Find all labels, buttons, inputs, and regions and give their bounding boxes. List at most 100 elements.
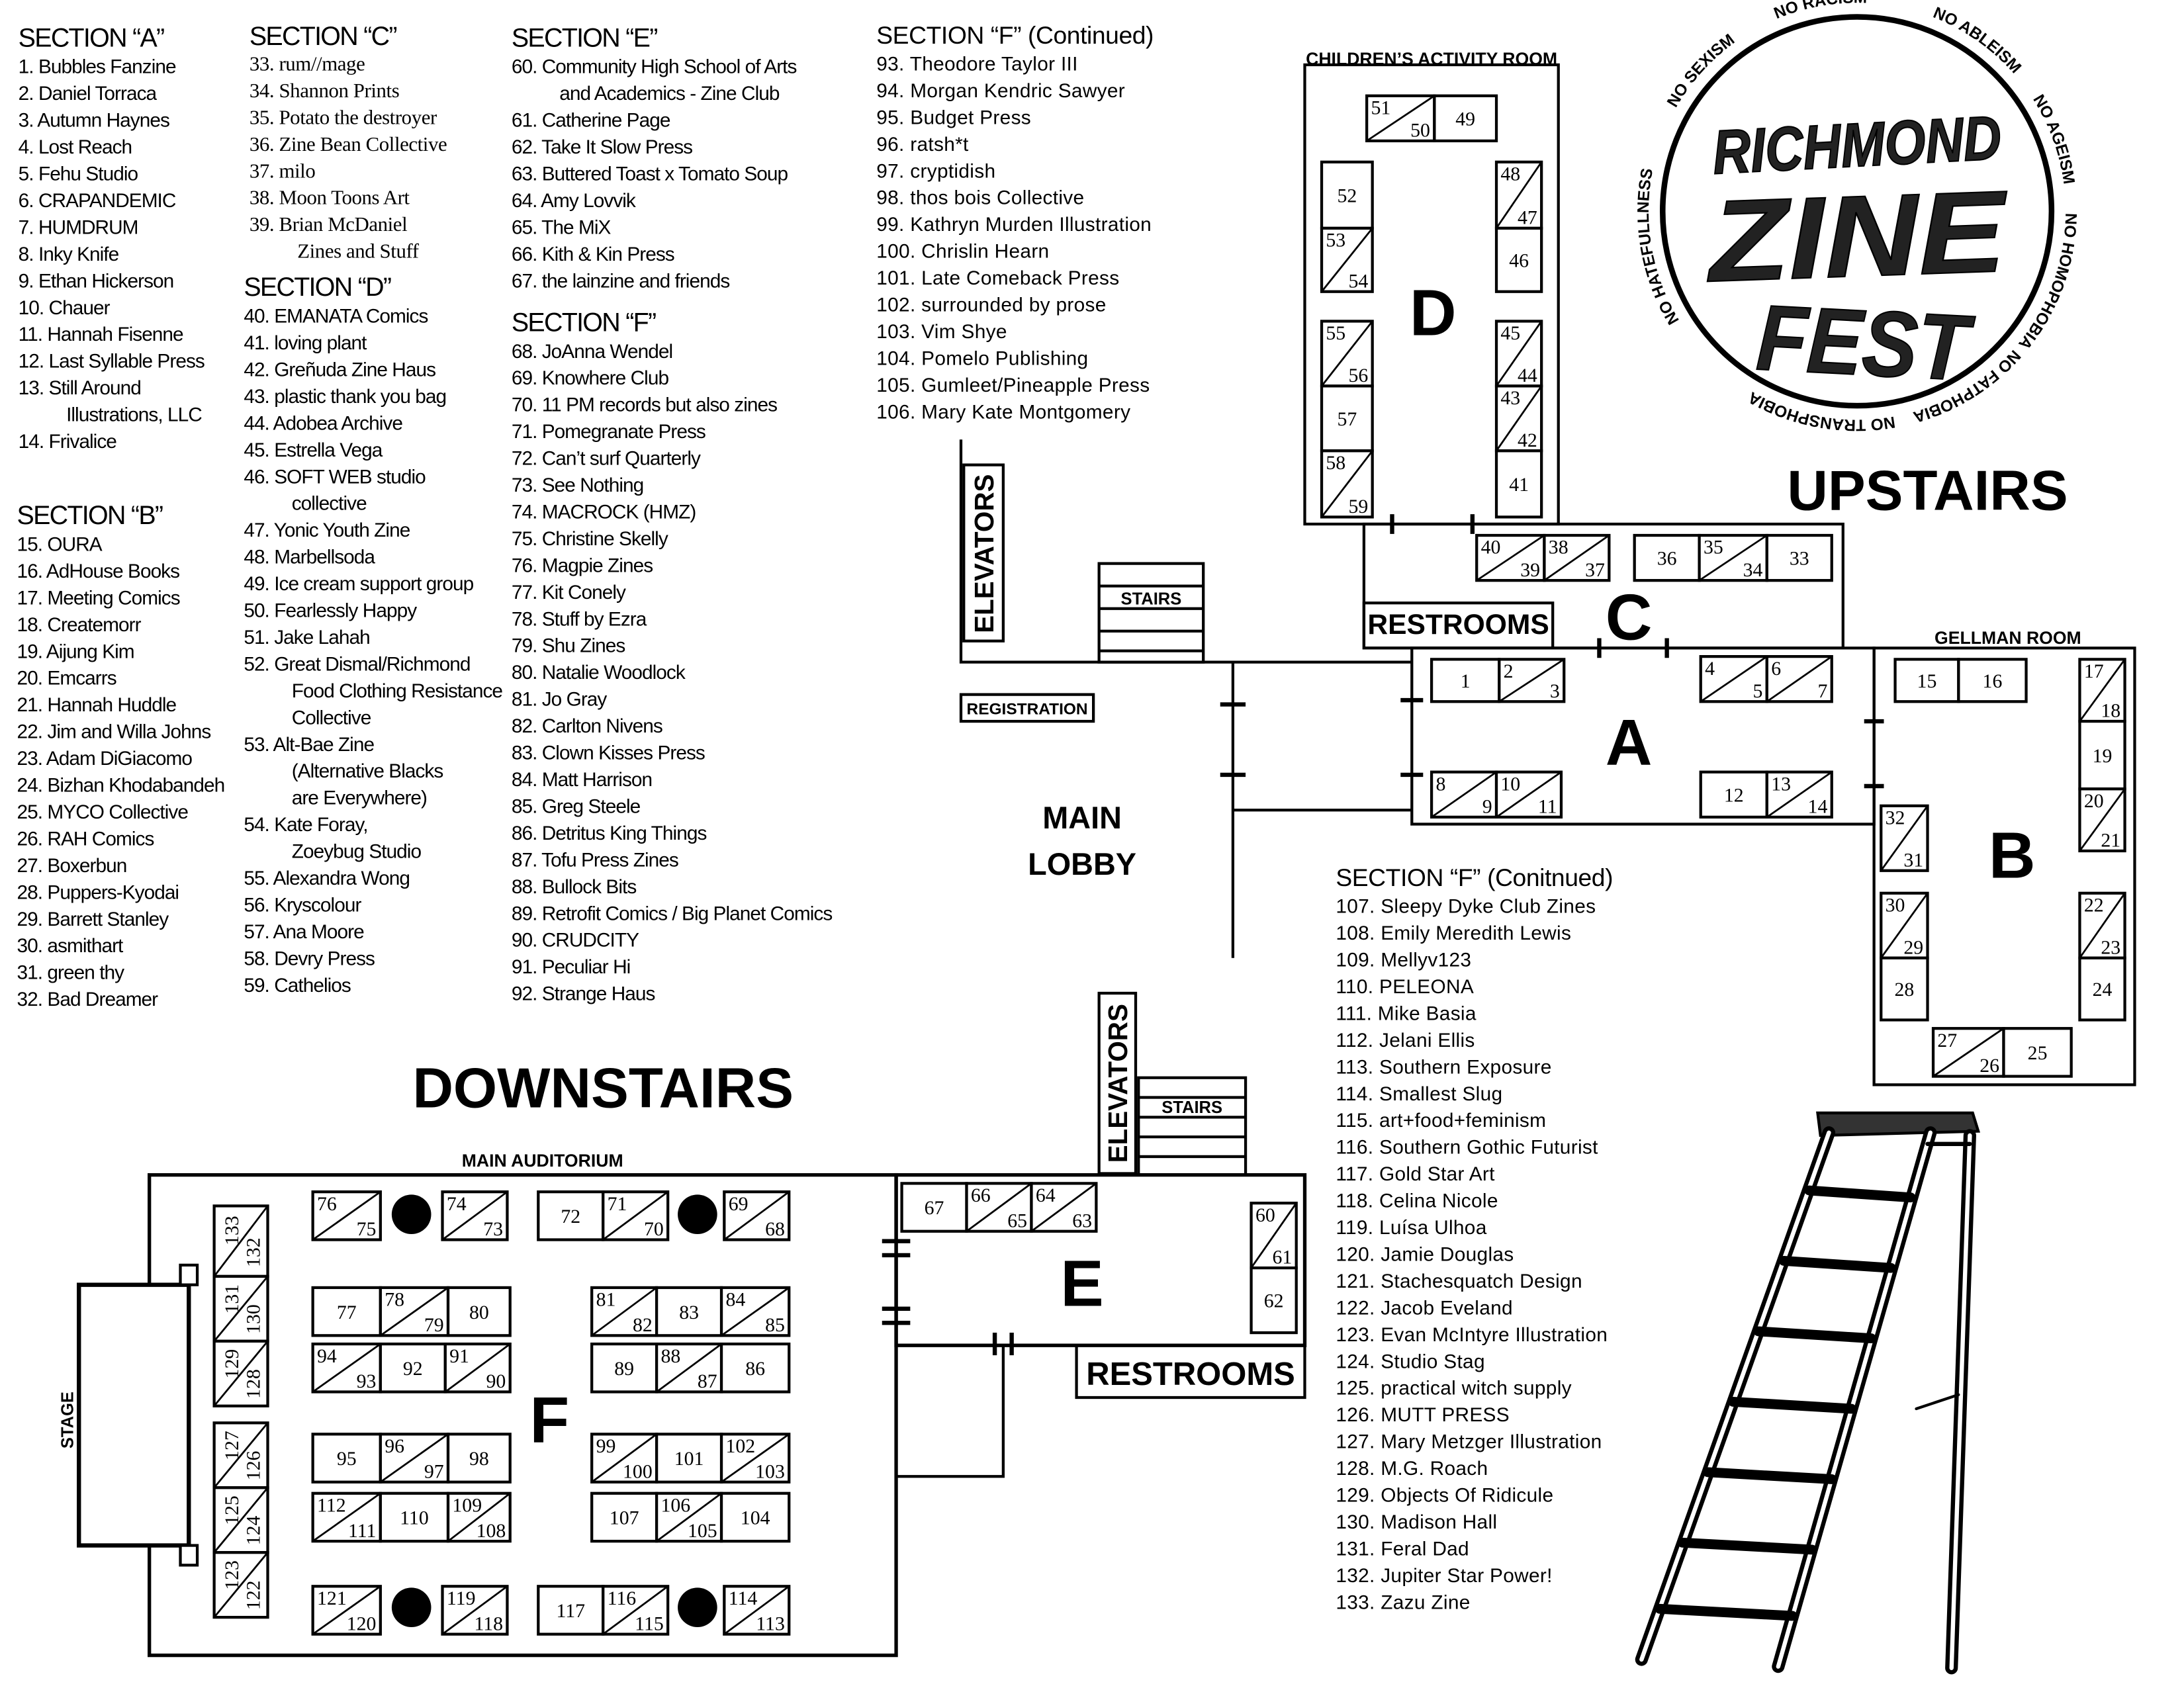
booth-number: 131 xyxy=(221,1284,243,1314)
booth-number: 33 xyxy=(1790,548,1809,570)
booth-number: 100 xyxy=(623,1460,653,1482)
elevators-upstairs-label: ELEVATORS xyxy=(969,474,999,633)
booth-number: 92 xyxy=(403,1358,423,1380)
booth-number: 55 xyxy=(1326,322,1345,344)
exhibitor-list-item: 85. Greg Steele xyxy=(511,794,641,817)
exhibitor-list-item: 7. HUMDRUM xyxy=(18,215,139,238)
exhibitor-list-item: 109. Mellyv123 xyxy=(1336,948,1472,971)
booth-number: 87 xyxy=(698,1370,717,1392)
booth-number: 3 xyxy=(1550,680,1560,702)
booth-number: 28 xyxy=(1894,979,1914,1000)
booth-table: 46 xyxy=(1494,226,1543,293)
booth-number: 23 xyxy=(2101,936,2120,958)
registration-label: REGISTRATION xyxy=(967,700,1088,718)
exhibitor-list-item: 96. ratsh*t xyxy=(876,132,969,155)
exhibitor-list-item: 26. RAH Comics xyxy=(17,826,155,850)
booth-number: 7 xyxy=(1817,680,1827,702)
booth-number: 105 xyxy=(688,1520,717,1542)
booth-number: 57 xyxy=(1337,408,1357,430)
exhibitor-list-item: 57. Ana Moore xyxy=(244,920,364,943)
booth-table: 117 xyxy=(537,1585,605,1636)
section-e-list: SECTION “E”60. Community High School of … xyxy=(512,22,797,294)
exhibitor-list-item: 73. See Nothing xyxy=(511,473,644,496)
booth-number: 32 xyxy=(1886,807,1905,828)
booth-table: 36 xyxy=(1633,533,1701,582)
booth-number: 58 xyxy=(1326,452,1345,474)
exhibitor-list-item: 49. Ice cream support group xyxy=(244,572,474,595)
booth-number: 93 xyxy=(357,1370,377,1392)
registration-box xyxy=(959,693,1095,723)
booth-number: 9 xyxy=(1482,795,1492,817)
booth-number: 36 xyxy=(1657,548,1677,570)
booth-table: 58 59 xyxy=(1320,449,1374,519)
booth-table: 24 xyxy=(2078,956,2126,1022)
booth-number: 112 xyxy=(317,1494,346,1516)
exhibitor-list-item: 39. Brian McDaniel xyxy=(249,214,408,237)
exhibitor-list-item: 53. Alt-Bae Zine xyxy=(244,733,375,756)
booth-number: 91 xyxy=(449,1345,469,1367)
booth-number: 80 xyxy=(469,1302,489,1323)
section-heading: SECTION “E” xyxy=(511,22,658,52)
booth-table: 49 xyxy=(1433,94,1498,143)
exhibitor-list-item: 84. Matt Harrison xyxy=(511,768,653,791)
booth-number: 25 xyxy=(2028,1042,2048,1064)
exhibitor-list-item: 25. MYCO Collective xyxy=(17,800,189,823)
exhibitor-list-item: 124. Studio Stag xyxy=(1336,1349,1485,1372)
booth-number: 120 xyxy=(347,1613,377,1634)
booth-number: 125 xyxy=(221,1495,243,1525)
exhibitor-list-item: 88. Bullock Bits xyxy=(511,875,637,898)
booth-table: 45 xyxy=(1699,654,1768,703)
booth-number: 59 xyxy=(1348,496,1368,517)
exhibitor-list-item: 5. Fehu Studio xyxy=(18,161,138,185)
exhibitor-list-item: 81. Jo Gray xyxy=(511,687,607,711)
restrooms-downstairs-box xyxy=(1075,1344,1306,1399)
exhibitor-list-item: 68. JoAnna Wendel xyxy=(511,339,673,363)
booth-number: 14 xyxy=(1808,795,1828,817)
booth-table: 77 xyxy=(311,1286,382,1337)
booth-table: 83 xyxy=(655,1286,723,1337)
exhibitor-list-item: 24. Bizhan Khodabandeh xyxy=(17,773,226,796)
exhibitor-list-item: 74. MACROCK (HMZ) xyxy=(511,500,696,523)
booth-number: 30 xyxy=(1886,894,1905,916)
booth-table: 23 xyxy=(1498,658,1566,703)
exhibitor-list-item: 89. Retrofit Comics / Big Planet Comics xyxy=(511,901,833,924)
booth-table: 62 xyxy=(1250,1266,1298,1335)
booth-number: 74 xyxy=(447,1193,467,1215)
booth-number: 106 xyxy=(661,1494,691,1516)
booth-number: 113 xyxy=(756,1613,785,1634)
exhibitor-list-item: 12. Last Syllable Press xyxy=(18,349,205,373)
exhibitor-list-item: 130. Madison Hall xyxy=(1336,1510,1498,1533)
exhibitor-list-item-continued: Zoeybug Studio xyxy=(291,839,422,862)
exhibitor-list-item: 112. Jelani Ellis xyxy=(1336,1028,1475,1051)
section-letter-a: A xyxy=(1606,706,1653,779)
booth-number: 18 xyxy=(2101,700,2120,722)
exhibitor-list-item: 91. Peculiar Hi xyxy=(511,955,631,978)
booth-number: 111 xyxy=(348,1520,376,1542)
booth-number: 1 xyxy=(1461,670,1471,692)
booth-number: 16 xyxy=(1983,670,2003,692)
logo-ring xyxy=(1659,14,2055,409)
exhibitor-list-item: 15. OURA xyxy=(17,532,103,555)
exhibitor-list-item: 65. The MiX xyxy=(511,215,612,238)
booth-number: 15 xyxy=(1917,670,1937,692)
exhibitor-list-item: 27. Boxerbun xyxy=(17,854,128,877)
booth-table: 67 xyxy=(1765,654,1833,703)
booth-number: 104 xyxy=(741,1507,770,1529)
section-f-continued-list-2: SECTION “F” (Conitnued)107. Sleepy Dyke … xyxy=(1336,862,1613,1616)
exhibitor-list-item: 62. Take It Slow Press xyxy=(511,135,693,158)
